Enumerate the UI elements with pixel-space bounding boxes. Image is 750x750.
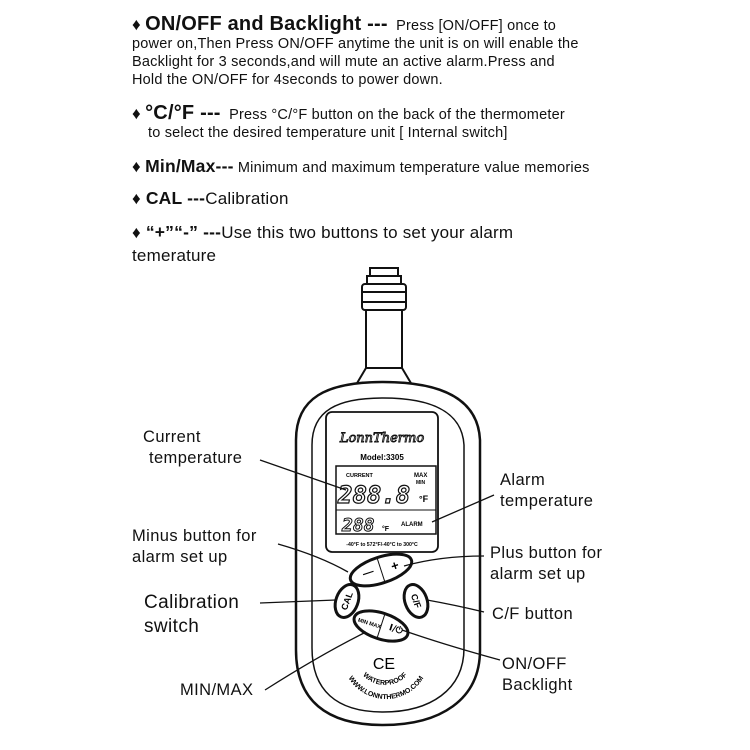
- spec-minmax: ♦ Min/Max--- Minimum and maximum tempera…: [132, 157, 590, 177]
- bullet-icon: ♦: [132, 223, 141, 242]
- spec-heading: Min/Max---: [145, 156, 234, 176]
- lcd-alarm-unit: °F: [382, 525, 390, 533]
- spec-plusminus: ♦ “+”“-” ---Use this two buttons to set …: [132, 221, 513, 267]
- minus-icon: —: [361, 566, 375, 581]
- leader-minmax: [264, 631, 367, 691]
- probe-connector: [348, 267, 420, 396]
- leader-cf: [426, 599, 485, 613]
- spec-heading: ON/OFF and Backlight ---: [145, 13, 388, 35]
- lcd-alarm-label: ALARM: [401, 522, 423, 528]
- spec-text: Hold the ON/OFF for 4seconds to power do…: [132, 72, 443, 88]
- minus-button[interactable]: —: [361, 566, 375, 581]
- bullet-icon: ♦: [132, 189, 141, 208]
- spec-text: Use this two buttons to set your alarm: [221, 223, 514, 242]
- inner-shell: [311, 397, 465, 713]
- lcd-alarm-digits: 288: [341, 515, 375, 536]
- spec-text: to select the desired temperature unit […: [148, 125, 508, 141]
- spec-cf: ♦ °C/°F --- Press °C/°F button on the ba…: [132, 102, 565, 142]
- lcd-current-label: CURRENT: [346, 473, 374, 479]
- spec-heading: CAL ---: [145, 188, 206, 208]
- label-plus-button: Plus button for alarm set up: [490, 544, 603, 583]
- spec-text: temerature: [132, 246, 217, 265]
- bottom-rocker: [352, 609, 410, 643]
- spec-cal: ♦ CAL ---Calibration: [132, 189, 289, 208]
- spec-text: Press [ON/OFF] once to: [396, 18, 557, 34]
- label-calibration-switch: Calibration switch: [144, 592, 240, 637]
- leader-alarm: [431, 494, 495, 523]
- label-minmax: MIN/MAX: [180, 681, 254, 699]
- spec-heading: °C/°F ---: [145, 102, 221, 124]
- spec-text: Press °C/°F button on the back of the th…: [229, 107, 565, 123]
- bullet-icon: ♦: [132, 104, 141, 123]
- cal-button[interactable]: CAL: [331, 581, 363, 620]
- brand-logo: LonnThermo: [339, 431, 424, 446]
- spec-text: Minimum and maximum temperature value me…: [237, 160, 590, 176]
- alarm-rocker: [348, 552, 414, 588]
- lcd-main-unit: °F: [419, 494, 429, 504]
- onoff-button[interactable]: I/⏻: [388, 622, 405, 637]
- lcd-max-label: MAX: [414, 473, 427, 479]
- label-alarm-temperature: Alarm temperature: [500, 471, 594, 510]
- label-onoff-backlight: ON/OFF Backlight: [502, 655, 573, 694]
- label-minus-button: Minus button for alarm set up: [132, 527, 257, 566]
- cf-button-label: C/F: [409, 592, 424, 610]
- spec-text: power on,Then Press ON/OFF anytime the u…: [132, 36, 579, 52]
- leader-plus: [403, 555, 485, 567]
- leader-minus: [277, 543, 349, 573]
- bullet-icon: ♦: [132, 157, 141, 176]
- label-cf-button: C/F button: [492, 605, 574, 623]
- spec-heading: “+”“-” ---: [145, 222, 222, 242]
- cf-button[interactable]: C/F: [400, 581, 432, 620]
- ce-mark: CE: [373, 656, 395, 673]
- leader-cal: [259, 599, 337, 604]
- spec-onoff: ♦ ON/OFF and Backlight --- Press [ON/OFF…: [132, 13, 579, 89]
- lcd-screen: [335, 465, 437, 535]
- lcd-main-digits: 288.8: [337, 481, 410, 509]
- lcd-min-label: MIN: [416, 480, 426, 486]
- leader-current: [259, 459, 347, 491]
- leader-onoff: [401, 629, 501, 661]
- label-current-temperature: Current temperature: [143, 428, 243, 467]
- bullet-icon: ♦: [132, 15, 141, 34]
- power-icon: I/⏻: [388, 622, 405, 637]
- callout-lines: [259, 459, 501, 691]
- range-text: -40°F to 572°F/-40°C to 300°C: [346, 542, 418, 548]
- spec-text: Calibration: [205, 189, 289, 208]
- spec-text: Backlight for 3 seconds,and will mute an…: [132, 54, 555, 70]
- model-text: Model:3305: [360, 453, 404, 462]
